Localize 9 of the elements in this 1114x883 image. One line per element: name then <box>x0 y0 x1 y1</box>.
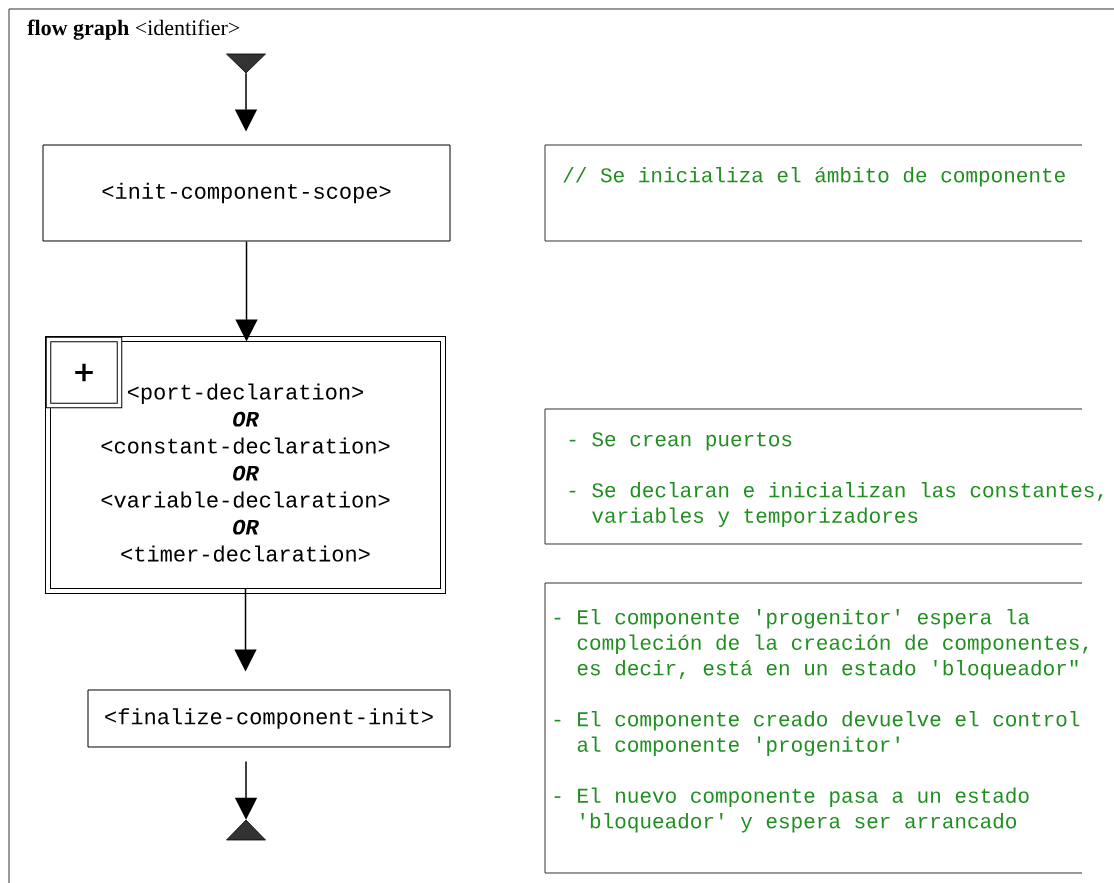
terminal-triangle <box>226 53 266 74</box>
process-box: <finalize-component-init> <box>87 689 451 748</box>
comment-box: - Se crean puertos - Se declaran e inicializan las constantes, variables y temporizadores <box>544 408 1103 545</box>
process-box: <init-component-scope> <box>42 144 451 242</box>
comment-box: - El componente 'progenitor' espera la compleción de la creación de componentes, es decir, está en un estado 'bloqueador" - El componente creado devuelve el control al componente 'progenitor' - El nuevo componente pasa a un estado 'bloqueador' y espera ser arrancado <box>544 582 1088 874</box>
plus-box: + <box>45 336 123 409</box>
title: flow graph <identifier> <box>27 19 240 40</box>
comment-box: // Se inicializa el ámbito de componente <box>544 144 1083 242</box>
terminal-triangle <box>226 819 266 841</box>
